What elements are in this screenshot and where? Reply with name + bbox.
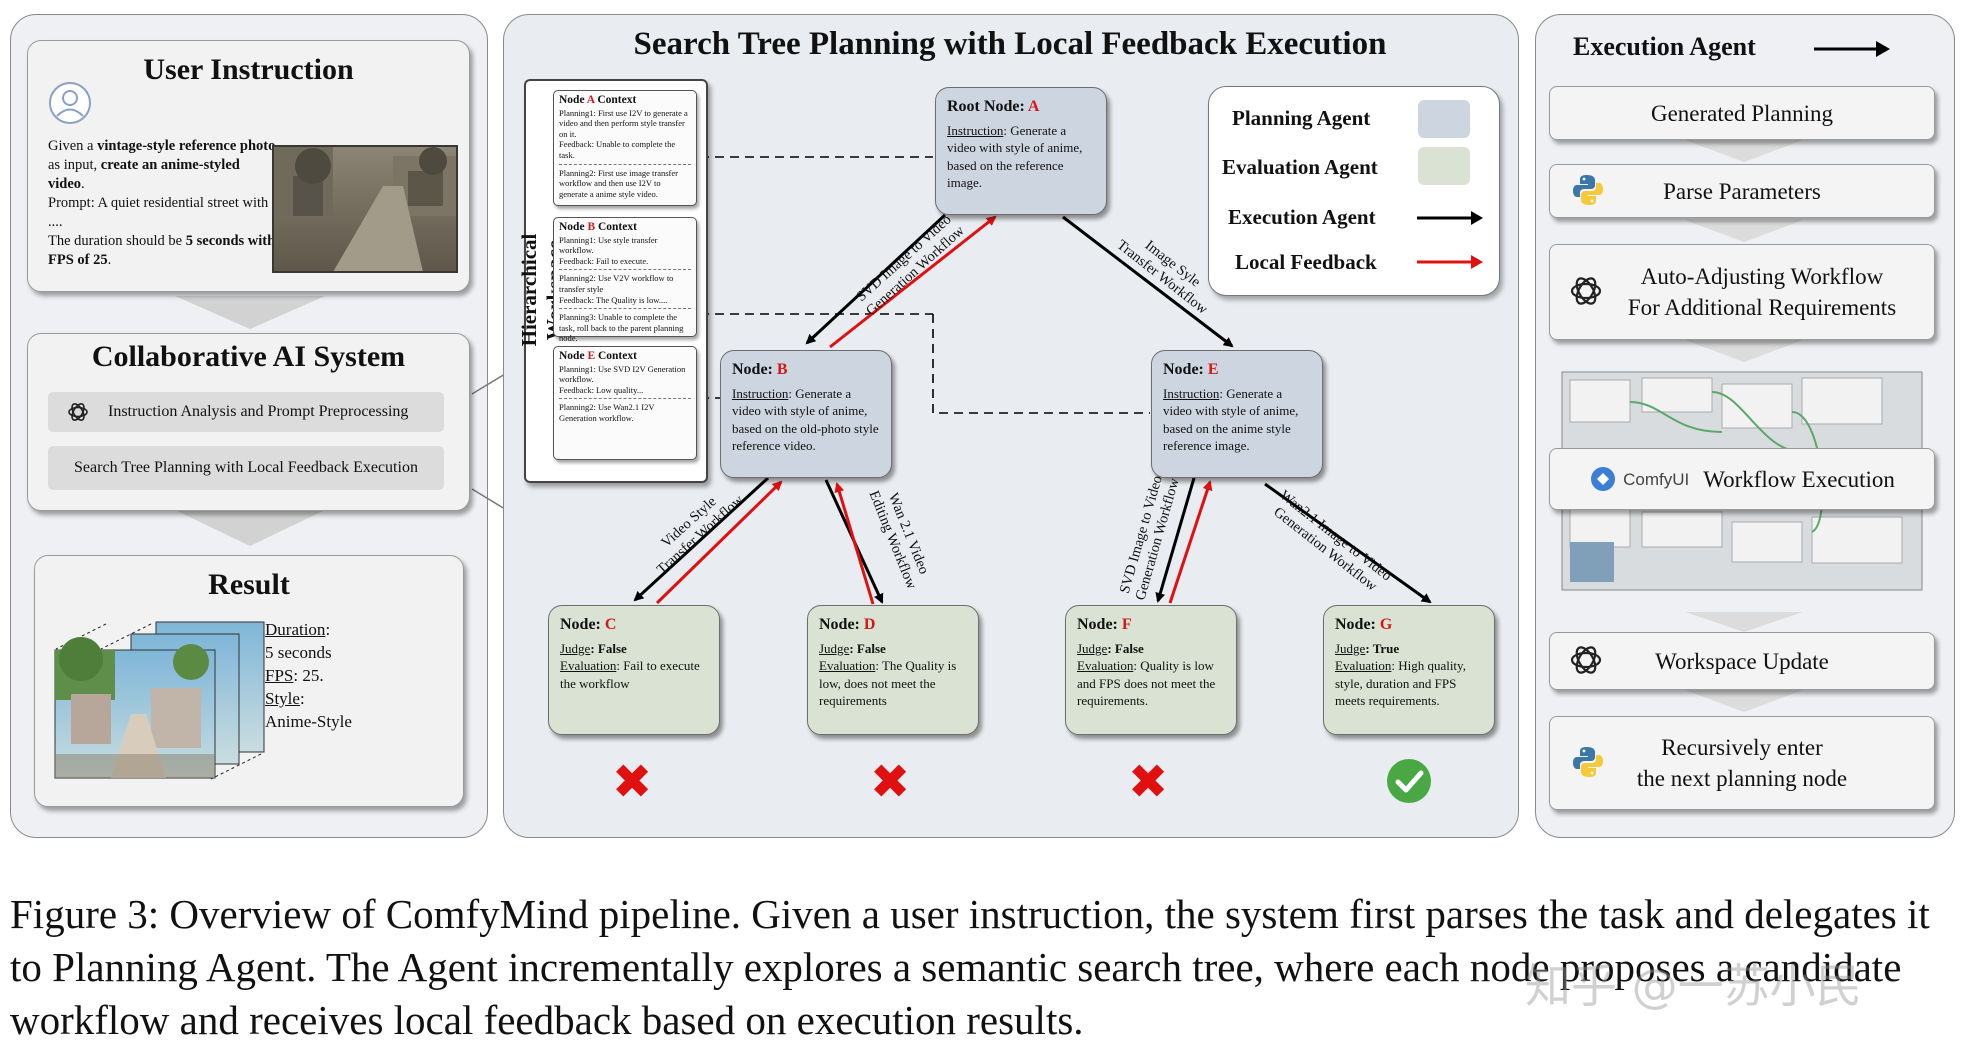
node-d[interactable]: Node: D Judge: False Evaluation: The Qua… [807,605,979,735]
node-f[interactable]: Node: F Judge: False Evaluation: Quality… [1065,605,1237,735]
collaborative-ai-title: Collaborative AI System [91,340,406,373]
workflow-execution-step[interactable]: ComfyUI Workflow Execution [1549,448,1935,510]
auto-adjusting-workflow-step[interactable]: Auto-Adjusting Workflow For Additional R… [1549,244,1935,340]
instruction-analysis-label: Instruction Analysis and Prompt Preproce… [108,403,409,420]
edge-e-f-execution [1155,477,1196,603]
legend-arrows [1417,211,1483,269]
collaborative-ai-card: Collaborative AI System Instruction Anal… [27,333,470,511]
edge-e-g-execution [1264,482,1432,604]
node-e[interactable]: Node: E Instruction: Generate a video wi… [1151,350,1323,478]
legend-evaluation-swatch [1418,147,1470,185]
user-instruction-title: User Instruction [143,53,354,86]
parse-parameters-step[interactable]: Parse Parameters [1549,164,1935,218]
node-c[interactable]: Node: C Judge: False Evaluation: Fail to… [548,605,720,735]
search-tree-planning-item[interactable]: Search Tree Planning with Local Feedback… [48,446,444,490]
edge-a-e-execution [1062,215,1234,348]
node-a-context: Node A Context Planning1: First use I2V … [553,90,697,206]
right-panel-connectors [1685,140,1803,712]
comfyui-logo-icon [1591,467,1616,491]
legend-execution-label: Execution Agent [1228,205,1376,229]
figure-caption: Figure 3: Overview of ComfyMind pipeline… [10,891,1930,1043]
openai-icon [1570,646,1602,674]
execution-agent-title: Execution Agent [1573,32,1756,61]
edge-d-b-feedback [834,482,875,605]
legend-planning-swatch [1418,100,1470,138]
anime-street-frame [54,637,216,779]
generated-planning-step[interactable]: Generated Planning [1549,86,1935,140]
node-b[interactable]: Node: B Instruction: Generate a video wi… [720,350,892,478]
success-check-icon [1387,759,1431,803]
openai-icon [1570,277,1602,305]
left-panel-connectors [175,296,506,546]
instruction-analysis-item[interactable]: Instruction Analysis and Prompt Preproce… [48,392,444,432]
user-avatar-icon [49,82,91,124]
openai-icon [68,403,88,421]
result-details: Duration: 5 seconds FPS: 25. Style: Anim… [265,620,352,731]
edge-c-b-feedback [655,480,783,605]
user-instruction-card: User Instruction Given a vintage-style r… [27,40,470,292]
legend-feedback-label: Local Feedback [1235,250,1377,274]
root-node-a[interactable]: Root Node: A Instruction: Generate a vid… [935,87,1107,215]
result-video-frames [54,621,265,780]
node-e-context: Node E Context Planning1: Use SVD I2V Ge… [553,346,697,460]
legend-planning-label: Planning Agent [1232,106,1371,130]
user-instruction-text: Given a vintage-style reference photo as… [48,138,276,268]
center-title: Search Tree Planning with Local Feedback… [633,26,1387,62]
search-tree-planning-label: Search Tree Planning with Local Feedback… [74,459,418,476]
legend-evaluation-label: Evaluation Agent [1222,155,1378,179]
fail-x-icon-c: ✖ [612,754,653,810]
result-card: Result Duration: 5 secon [34,555,464,807]
workspace-update-step[interactable]: Workspace Update [1549,632,1935,690]
watermark: 知乎 @一苏小民 [1525,959,1862,1013]
edge-b-a-feedback [829,215,997,349]
python-icon [1573,747,1603,777]
python-icon [1573,175,1603,205]
recursive-planning-step[interactable]: Recursively enter the next planning node [1549,716,1935,810]
fail-x-icon-f: ✖ [1128,754,1169,810]
edge-a-b-execution [805,213,947,345]
fail-x-icon-d: ✖ [870,754,911,810]
execution-agent-arrow-icon [1814,41,1890,57]
result-title: Result [208,568,290,601]
node-b-context: Node B Context Planning1: Use style tran… [553,217,697,343]
node-g[interactable]: Node: G Judge: True Evaluation: High qua… [1323,605,1495,735]
edge-b-c-execution [633,476,770,602]
vintage-reference-photo [272,145,458,273]
edge-f-e-feedback [1168,480,1213,604]
